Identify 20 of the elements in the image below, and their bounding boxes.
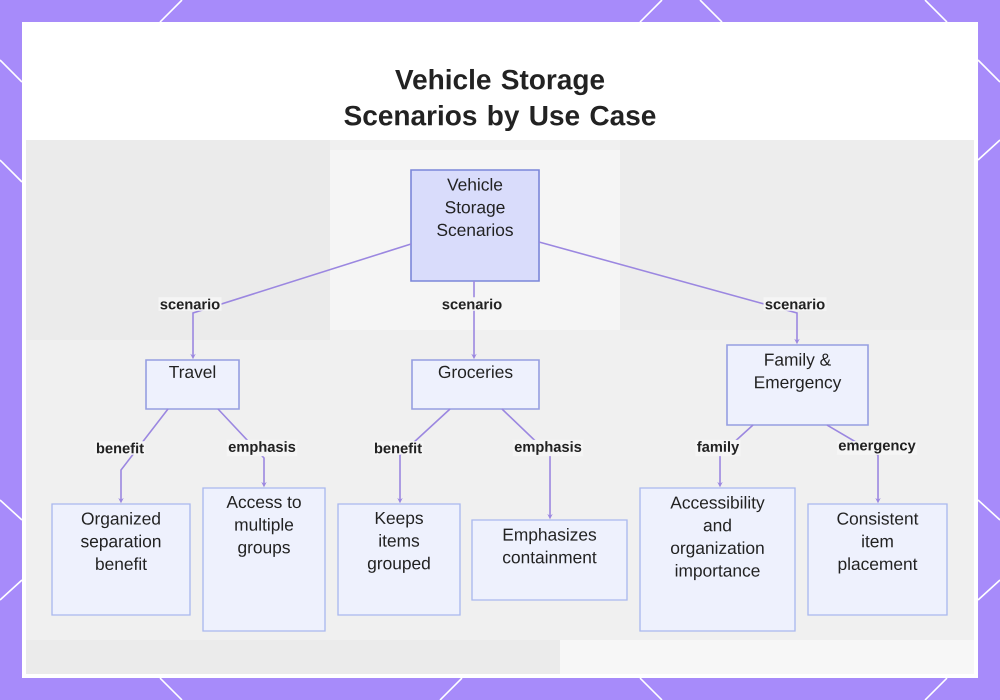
leaf-box: Keeps items grouped — [337, 503, 461, 616]
edge-label: scenario — [158, 297, 222, 311]
edge-label: family — [695, 440, 741, 456]
leaf-box: Consistent item placement — [807, 503, 948, 616]
edge-label: emphasis — [512, 440, 584, 456]
title: Vehicle Storage Scenarios by Use Case — [344, 68, 656, 132]
edge-label: scenario — [440, 297, 504, 311]
category-box: Groceries — [411, 359, 540, 410]
edge-label: benefit — [372, 441, 424, 455]
category-box: Family & Emergency — [726, 344, 869, 426]
leaf-box: Access to multiple groups — [202, 487, 326, 632]
leaf-box: Emphasizes containment — [471, 519, 628, 601]
edge-label: scenario — [764, 297, 826, 311]
edge-label: emphasis — [226, 440, 298, 456]
category-box: Travel — [145, 359, 240, 410]
edge-label: benefit — [94, 441, 146, 455]
root-box: Vehicle Storage Scenarios — [410, 169, 540, 282]
leaf-box: Accessibility and organization importance — [639, 487, 796, 632]
edge-label: emergency — [836, 441, 918, 455]
leaf-box: Organized separation benefit — [51, 503, 191, 616]
